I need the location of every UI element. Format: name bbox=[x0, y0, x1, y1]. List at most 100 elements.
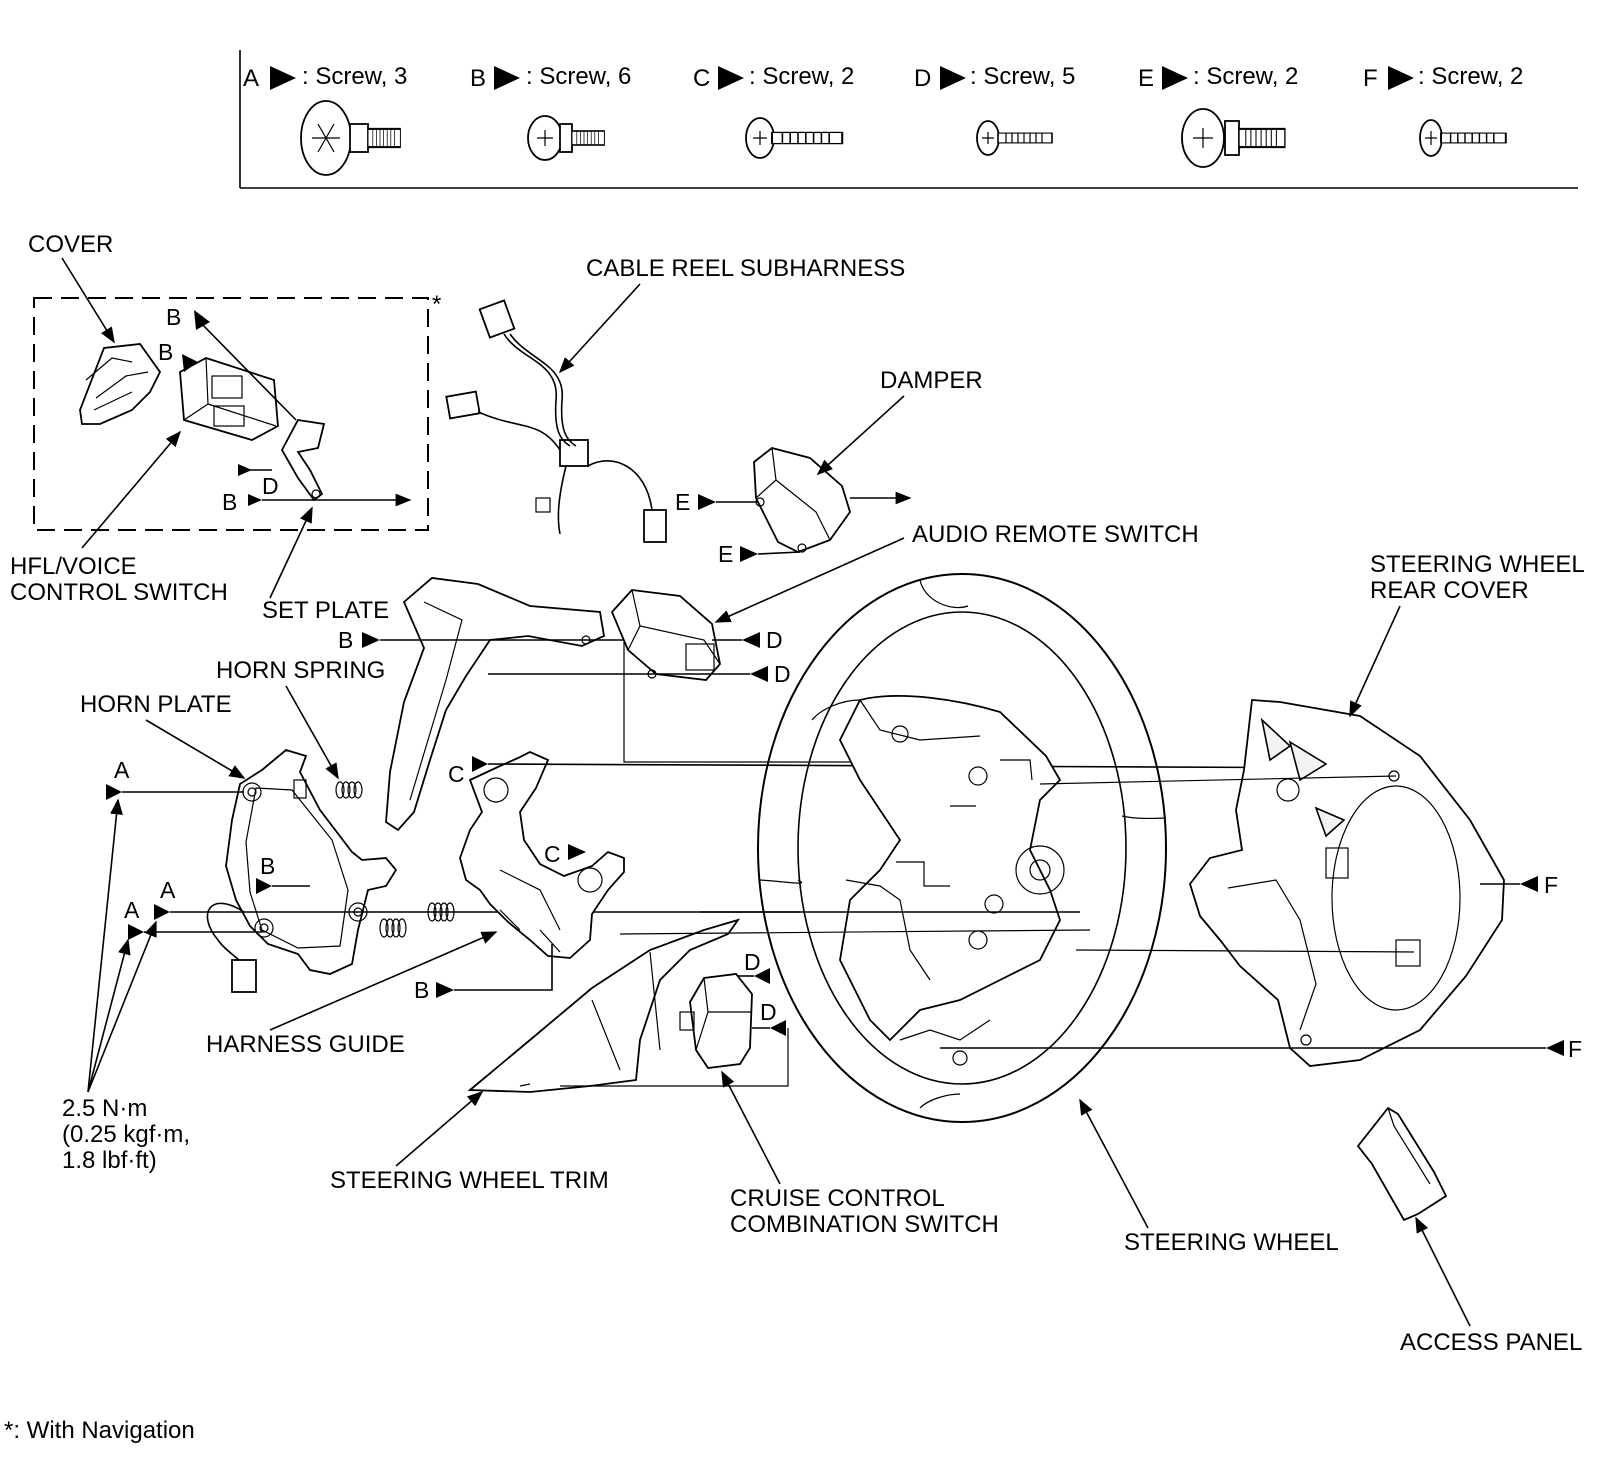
callout-c: C bbox=[544, 841, 561, 867]
callout-f: F bbox=[1544, 872, 1558, 898]
leader-rear-cover bbox=[1349, 605, 1401, 718]
label-hfl-line2: CONTROL SWITCH bbox=[10, 579, 228, 606]
callout-b: B bbox=[338, 627, 353, 653]
legend-text: : Screw, 2 bbox=[1193, 63, 1298, 90]
torque-value-line1: 2.5 N·m bbox=[62, 1095, 147, 1122]
large-washer-screw-icon bbox=[1181, 108, 1286, 168]
legend-letter: D bbox=[914, 65, 931, 92]
rear-cover-callouts: F F bbox=[940, 775, 1582, 1062]
install-line bbox=[896, 805, 976, 887]
label-cruise-line1: CRUISE CONTROL bbox=[730, 1185, 945, 1212]
callout-arrow-icon bbox=[238, 464, 252, 476]
callout-e: E bbox=[718, 541, 733, 567]
callout-arrow-icon bbox=[154, 904, 170, 920]
callout-a: A bbox=[114, 757, 130, 783]
label-steering-wheel-trim: STEERING WHEEL TRIM bbox=[330, 1167, 609, 1194]
harness-guide-part bbox=[459, 751, 625, 959]
leader-steering-wheel bbox=[1079, 1098, 1149, 1229]
leader-line bbox=[195, 317, 297, 421]
damper-part bbox=[753, 447, 851, 553]
hfl-voice-control-switch-part bbox=[179, 357, 279, 441]
callout-c: C bbox=[448, 761, 465, 787]
asterisk-mark: * bbox=[432, 291, 441, 318]
callout-d: D bbox=[774, 661, 791, 687]
leader-line bbox=[757, 551, 801, 555]
horn-plate-callouts: A B A A bbox=[106, 757, 800, 940]
damper-callouts: E E bbox=[675, 489, 801, 567]
legend-item-c: C : Screw, 2 bbox=[693, 63, 854, 159]
leader-set-plate bbox=[269, 506, 313, 599]
audio-switch-callouts: D D bbox=[488, 627, 791, 687]
torque-value-line2: (0.25 kgf·m, bbox=[62, 1121, 190, 1148]
leader-torque bbox=[87, 798, 123, 1093]
legend-text: : Screw, 3 bbox=[302, 63, 407, 90]
legend-letter: F bbox=[1363, 65, 1378, 92]
callout-arrow-icon bbox=[1520, 876, 1538, 892]
label-horn-plate: HORN PLATE bbox=[80, 691, 232, 718]
callout-arrow-icon bbox=[770, 1020, 786, 1036]
leader-horn-spring bbox=[285, 685, 339, 780]
callout-arrow-icon bbox=[182, 354, 198, 372]
legend-item-b: B : Screw, 6 bbox=[470, 63, 631, 161]
leader-torque bbox=[87, 938, 131, 1093]
leader-cruise-control bbox=[721, 1070, 781, 1185]
leader-line bbox=[560, 1028, 789, 1087]
install-line bbox=[1039, 775, 1397, 785]
legend-arrow-icon bbox=[940, 66, 966, 90]
callout-d: D bbox=[262, 473, 279, 499]
leader-audio-remote bbox=[714, 537, 905, 623]
callout-arrow-icon bbox=[436, 982, 454, 998]
nav-box-callouts: B B D B bbox=[158, 304, 412, 515]
access-panel-part bbox=[1356, 1106, 1448, 1222]
legend-letter: E bbox=[1138, 65, 1154, 92]
label-set-plate: SET PLATE bbox=[262, 597, 389, 624]
callout-arrow-icon bbox=[750, 666, 768, 682]
callout-arrow-icon bbox=[362, 632, 380, 648]
legend-arrow-icon bbox=[494, 66, 520, 90]
with-navigation-boundary bbox=[33, 297, 429, 531]
label-damper: DAMPER bbox=[880, 367, 983, 394]
leader-steering-wheel-trim bbox=[395, 1090, 484, 1167]
legend-arrow-icon bbox=[1388, 66, 1414, 90]
legend-text: : Screw, 2 bbox=[749, 63, 854, 90]
cruise-switch-callouts: D D bbox=[560, 949, 789, 1087]
horn-plate-part bbox=[206, 748, 398, 993]
legend-letter: A bbox=[243, 65, 259, 92]
legend-arrow-icon bbox=[718, 66, 744, 90]
callout-arrow-icon bbox=[128, 924, 144, 940]
label-steering-wheel: STEERING WHEEL bbox=[1124, 1229, 1339, 1256]
legend-item-d: D : Screw, 5 bbox=[914, 63, 1075, 156]
leader-line bbox=[454, 944, 553, 991]
legend-text: : Screw, 5 bbox=[970, 63, 1075, 90]
callout-arrow-icon bbox=[256, 878, 272, 894]
callout-d: D bbox=[760, 999, 777, 1025]
legend-item-f: F : Screw, 2 bbox=[1363, 63, 1523, 157]
label-rear-cover-line2: REAR COVER bbox=[1370, 577, 1529, 604]
label-hfl-line1: HFL/VOICE bbox=[10, 553, 137, 580]
callout-a: A bbox=[124, 897, 140, 923]
set-plate-part bbox=[280, 419, 326, 502]
callout-arrow-icon bbox=[194, 310, 210, 330]
label-cable-reel-subharness: CABLE REEL SUBHARNESS bbox=[586, 255, 905, 282]
label-harness-guide: HARNESS GUIDE bbox=[206, 1031, 405, 1058]
label-cover: COVER bbox=[28, 231, 113, 258]
callout-a: A bbox=[160, 877, 176, 903]
callout-f: F bbox=[1568, 1036, 1582, 1062]
fastener-legend: A : Screw, 3 B : Screw, 6 C bbox=[239, 50, 1578, 189]
steering-wheel-rear-cover-part bbox=[1189, 699, 1505, 1067]
callout-b: B bbox=[414, 977, 429, 1003]
leader-cover bbox=[61, 257, 115, 344]
leader-cable-reel bbox=[558, 283, 641, 374]
callout-arrow-icon bbox=[248, 494, 262, 506]
legend-text: : Screw, 2 bbox=[1418, 63, 1523, 90]
legend-item-e: E : Screw, 2 bbox=[1138, 63, 1298, 168]
callout-e: E bbox=[675, 489, 690, 515]
callout-arrow-icon bbox=[698, 494, 716, 510]
label-cruise-line2: COMBINATION SWITCH bbox=[730, 1211, 999, 1238]
legend-arrow-icon bbox=[1162, 66, 1188, 90]
leader-access-panel bbox=[1415, 1216, 1471, 1327]
legend-letter: B bbox=[470, 65, 486, 92]
install-line bbox=[1075, 949, 1415, 953]
steering-wheel-trim-part bbox=[467, 918, 741, 1093]
